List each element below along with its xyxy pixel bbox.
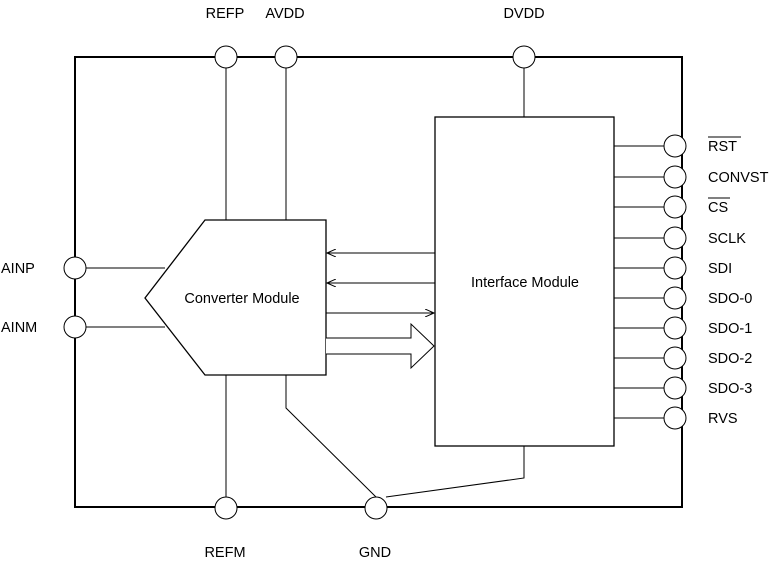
pin-sdo-3 <box>663 376 687 400</box>
label-refp: REFP <box>206 6 245 22</box>
pin-sdo-2 <box>663 346 687 370</box>
label-cs: CS <box>708 200 728 216</box>
label-sclk: SCLK <box>708 231 746 247</box>
interface-module-label: Interface Module <box>471 275 579 291</box>
label-ainm: AINM <box>1 320 37 336</box>
pin-convst <box>663 165 687 189</box>
pin-avdd <box>274 45 298 69</box>
label-refm: REFM <box>204 545 245 561</box>
label-sdo-2: SDO-2 <box>708 351 752 367</box>
pin-refp <box>214 45 238 69</box>
interface-module-block <box>434 116 615 447</box>
label-rvs: RVS <box>708 411 738 427</box>
wire-gnd-converter <box>285 375 377 498</box>
converter-module-label: Converter Module <box>184 291 299 307</box>
pin-gnd <box>364 496 388 520</box>
pin-ainp <box>63 256 87 280</box>
pin-sdi <box>663 256 687 280</box>
pin-sclk <box>663 226 687 250</box>
label-gnd: GND <box>359 545 391 561</box>
pin-ainm <box>63 315 87 339</box>
label-convst: CONVST <box>708 170 769 186</box>
label-sdi: SDI <box>708 261 732 277</box>
label-rst: RST <box>708 139 737 155</box>
pin-dvdd <box>512 45 536 69</box>
pin-rvs <box>663 406 687 430</box>
label-sdo-1: SDO-1 <box>708 321 752 337</box>
pin-sdo-1 <box>663 316 687 340</box>
wire-gnd-interface <box>385 446 525 498</box>
right-pin-wires <box>614 145 664 419</box>
pin-rst <box>663 134 687 158</box>
pins <box>63 45 687 520</box>
bus-arrow-converter-to-interface <box>326 322 435 370</box>
label-avdd: AVDD <box>265 6 304 22</box>
label-dvdd: DVDD <box>503 6 544 22</box>
label-sdo-3: SDO-3 <box>708 381 752 397</box>
pin-refm <box>214 496 238 520</box>
label-ainp: AINP <box>1 261 35 277</box>
pin-cs <box>663 195 687 219</box>
pin-sdo-0 <box>663 286 687 310</box>
label-sdo-0: SDO-0 <box>708 291 752 307</box>
